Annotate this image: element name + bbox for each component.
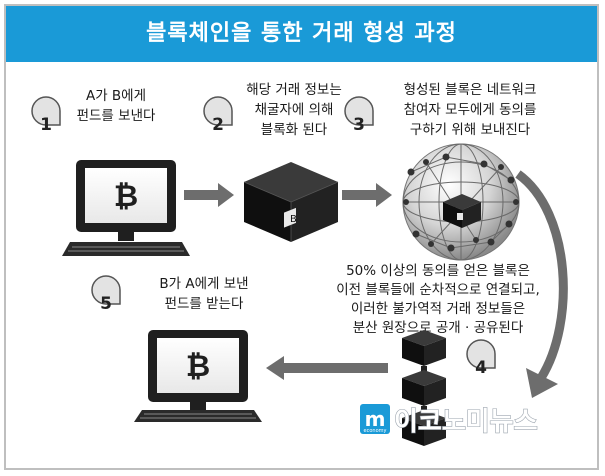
step-caption-line: 분산 원장으로 공개 · 공유된다 bbox=[353, 320, 524, 336]
arrow-icon bbox=[266, 356, 388, 380]
title-bar: 블록체인을 통한 거래 형성 과정 bbox=[6, 6, 597, 62]
bitcoin-computer-icon: ₿ bbox=[62, 160, 190, 256]
step-badge bbox=[203, 96, 233, 126]
step-5: 5 B가 A에게 보낸 펀드를 받는다 bbox=[91, 275, 249, 314]
watermark-logo: m economy 이코노미뉴스 bbox=[360, 404, 538, 438]
step-caption-line: 채굴자에 의해 bbox=[255, 102, 334, 118]
step-caption-line: 이러한 불가역적 거래 정보들은 bbox=[351, 301, 525, 317]
curved-arrow-icon bbox=[515, 170, 568, 398]
step-4: 50% 이상의 동의를 얻은 블록은 이전 블록들에 순차적으로 연결되고, 이… bbox=[336, 263, 539, 378]
block-mark: B bbox=[290, 214, 297, 225]
bitcoin-icon: ₿ bbox=[114, 179, 138, 214]
step-number: 3 bbox=[353, 115, 365, 135]
svg-text:m: m bbox=[365, 407, 386, 431]
bitcoin-icon: ₿ bbox=[186, 349, 210, 384]
diagram-frame: 블록체인을 통한 거래 형성 과정 1 A가 B에게 펀드를 보낸다 2 bbox=[4, 4, 599, 470]
diagram-title: 블록체인을 통한 거래 형성 과정 bbox=[146, 21, 457, 46]
step-caption-line: 참여자 모두에게 동의를 bbox=[404, 102, 537, 118]
step-1: 1 A가 B에게 펀드를 보낸다 bbox=[31, 88, 156, 135]
watermark-text: 이코노미뉴스 bbox=[394, 407, 538, 437]
step-2: 2 해당 거래 정보는 채굴자에 의해 블록화 된다 bbox=[203, 82, 342, 138]
arrow-icon bbox=[184, 183, 234, 207]
step-number: 2 bbox=[212, 115, 224, 135]
step-number: 4 bbox=[475, 358, 487, 378]
step-badge bbox=[344, 96, 374, 126]
step-caption-line: A가 B에게 bbox=[86, 88, 146, 104]
block-cube-icon: B bbox=[243, 162, 339, 242]
step-caption-line: 구하기 위해 보내진다 bbox=[410, 122, 531, 138]
step-badge bbox=[31, 96, 61, 126]
step-badge bbox=[466, 339, 496, 369]
step-caption-line: 형성된 블록은 네트워크 bbox=[404, 82, 537, 98]
step-caption-line: 블록화 된다 bbox=[261, 122, 328, 138]
step-caption-line: 이전 블록들에 순차적으로 연결되고, bbox=[336, 282, 539, 298]
svg-text:economy: economy bbox=[364, 428, 387, 434]
network-globe-icon bbox=[402, 143, 520, 261]
step-caption-line: 펀드를 받는다 bbox=[165, 296, 244, 312]
step-caption-line: 해당 거래 정보는 bbox=[246, 82, 342, 98]
block-chain-stack-icon bbox=[402, 330, 446, 446]
step-3: 3 형성된 블록은 네트워크 참여자 모두에게 동의를 구하기 위해 보내진다 bbox=[344, 82, 537, 138]
step-badge bbox=[91, 275, 121, 305]
step-caption-line: B가 A에게 보낸 bbox=[159, 276, 248, 292]
bitcoin-computer-icon: ₿ bbox=[134, 330, 262, 422]
step-caption-line: 펀드를 보낸다 bbox=[77, 108, 156, 124]
step-number: 5 bbox=[100, 294, 112, 314]
process-diagram: 1 A가 B에게 펀드를 보낸다 2 해당 거래 정보는 채굴자에 의해 블록화… bbox=[31, 82, 568, 446]
arrow-icon bbox=[342, 183, 392, 207]
step-caption-line: 50% 이상의 동의를 얻은 블록은 bbox=[346, 263, 530, 279]
step-number: 1 bbox=[40, 115, 52, 135]
